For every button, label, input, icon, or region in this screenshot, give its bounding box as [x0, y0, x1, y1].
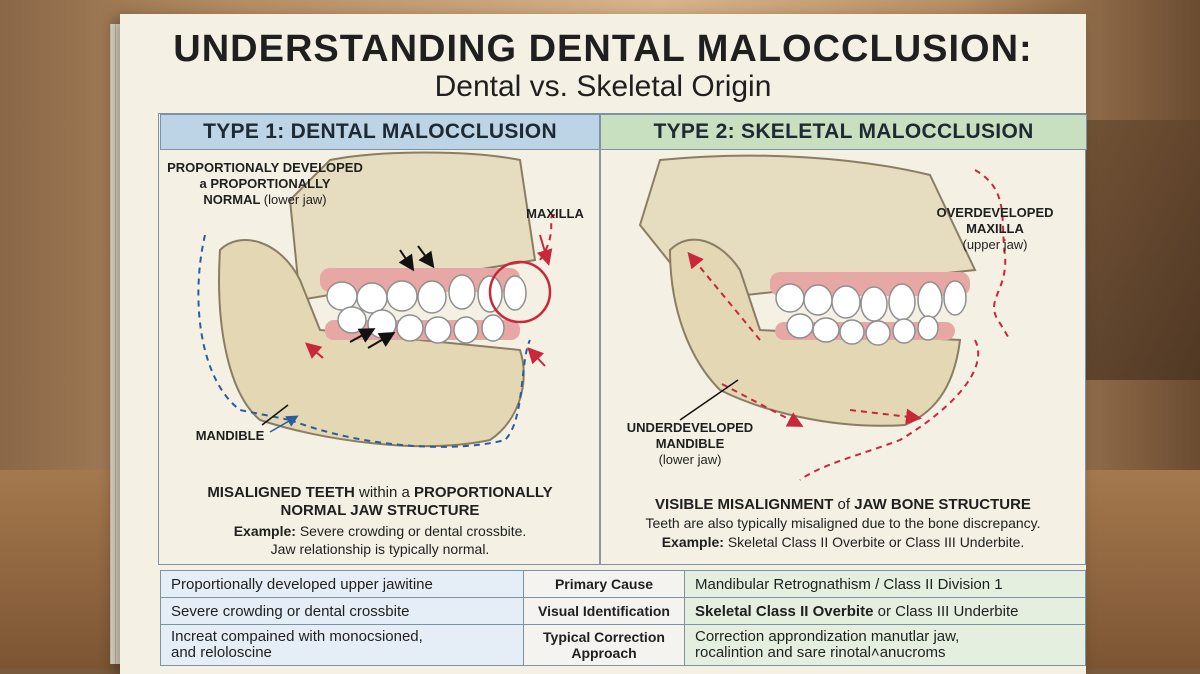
type1-maxilla-outline: [539, 214, 556, 261]
type2-maxilla-outline: [974, 169, 1011, 341]
type2-arrow: [687, 251, 761, 341]
table-row: Proportionally developed upper jawitine …: [160, 570, 1086, 598]
table-cell-type2: Mandibular Retrognathism / Class II Divi…: [684, 570, 1086, 598]
paper-stack-edge: [110, 24, 117, 664]
poster-title: UNDERSTANDING DENTAL MALOCCLUSION:: [173, 28, 1033, 70]
type1-arrow: [367, 331, 396, 349]
table-row: Increat compained with monocsioned,and r…: [160, 624, 1086, 666]
table-row: Severe crowding or dental crossbite Visu…: [160, 597, 1086, 625]
type2-label-mandible: UNDERDEVELOPED MANDIBLE (lower jaw): [626, 420, 754, 467]
type2-upper-teeth: [775, 280, 967, 322]
type2-mandible: [668, 238, 962, 427]
type1-caption: MISALIGNED TEETH within a PROPORTIONALLY…: [207, 484, 553, 557]
table-cell-criterion: Visual Identification: [523, 597, 685, 625]
type2-chin-outline: [799, 339, 980, 481]
type1-chin-outline: [289, 339, 531, 448]
type1-label-proportional: PROPORTIONALY DEVELOPED a PROPORTIONALLY…: [167, 160, 363, 207]
type2-arrow: [849, 408, 922, 425]
table-cell-type2: Skeletal Class II Overbite or Class III …: [684, 597, 1086, 625]
type1-arrow: [527, 347, 546, 367]
type2-leader: [679, 379, 739, 421]
type1-header: TYPE 1: DENTAL MALOCCLUSION: [160, 114, 600, 150]
paper-stack-edge: [115, 24, 122, 664]
type1-arrow: [349, 328, 376, 343]
type1-arrow: [398, 249, 415, 272]
type1-label-mandible: MANDIBLE: [195, 428, 265, 443]
table-cell-criterion: Primary Cause: [523, 570, 685, 598]
table-cell-type1: Increat compained with monocsioned,and r…: [160, 624, 524, 666]
type2-arrow: [721, 383, 804, 427]
type1-leader: [261, 404, 289, 426]
type1-label-maxilla: MAXILLA: [526, 206, 584, 221]
panel-divider: [599, 148, 601, 565]
table-cell-type1: Severe crowding or dental crossbite: [160, 597, 524, 625]
comparison-table: Proportionally developed upper jawitine …: [160, 570, 1086, 666]
type2-header: TYPE 2: SKELETAL MALOCCLUSION: [600, 114, 1087, 150]
type1-mandible: [218, 239, 525, 448]
table-cell-type2: Correction approndization manutlar jaw,r…: [684, 624, 1086, 666]
comparison-panel: [158, 113, 1086, 565]
poster-subtitle: Dental vs. Skeletal Origin: [434, 70, 772, 103]
type1-highlight-circle: [488, 260, 552, 324]
bookshelf: [1070, 120, 1200, 380]
table-cell-type1: Proportionally developed upper jawitine: [160, 570, 524, 598]
type1-skull-upper: [288, 151, 537, 302]
type1-upper-teeth: [326, 274, 527, 314]
type2-caption: VISIBLE MISALIGNMENT of JAW BONE STRUCTU…: [645, 496, 1041, 550]
type1-arrow: [417, 245, 435, 269]
type2-jaw-drawing: [638, 154, 1011, 481]
type1-ramus-outline: [197, 234, 291, 421]
type1-arrow: [304, 342, 324, 359]
type2-lower-teeth: [786, 313, 939, 346]
type2-label-maxilla: OVERDEVELOPED MAXILLA (upper jaw): [936, 205, 1054, 252]
type1-leader: [536, 234, 553, 266]
type1-leader: [269, 415, 299, 433]
type1-jaw-drawing: [197, 151, 556, 448]
